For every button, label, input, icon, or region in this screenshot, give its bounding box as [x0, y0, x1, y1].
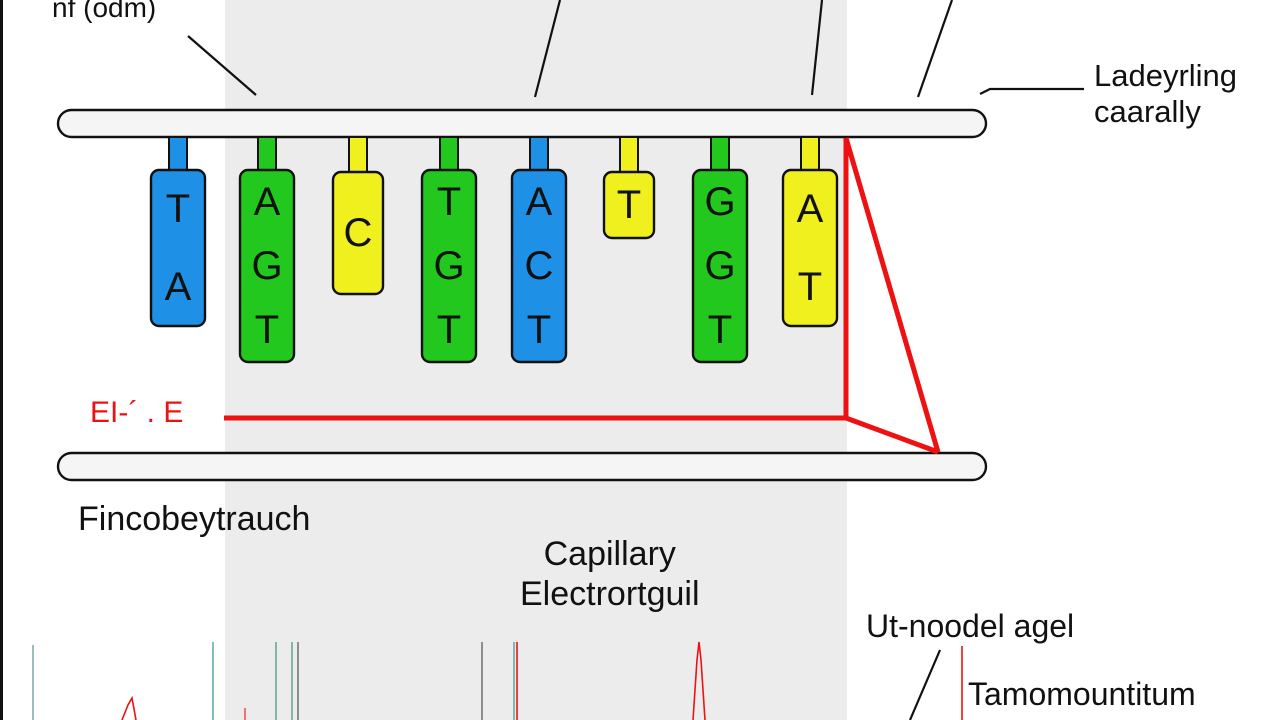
strand-body [602, 170, 656, 240]
top-left-label: nf (odm) [52, 0, 157, 23]
base-label: G [704, 180, 735, 224]
base-label: A [797, 187, 824, 231]
leader-line-top-2 [533, 0, 562, 98]
strand-body [691, 168, 749, 364]
red-bottom-line [845, 415, 939, 455]
strand-body [149, 168, 207, 328]
leader-line-top-3 [810, 0, 824, 96]
center-label: Capillary Electrortguil [520, 534, 700, 614]
base-label: A [254, 180, 281, 224]
leader-line-bottom-right [908, 649, 942, 720]
top-rail [56, 108, 988, 139]
base-label: T [798, 265, 822, 309]
strand-stem [257, 136, 277, 175]
trace-peak [121, 695, 137, 720]
strand-body [510, 168, 568, 364]
base-label: T [255, 308, 279, 352]
strand-body [781, 168, 839, 328]
bottom-right-label: Ut-noodel agel [866, 608, 1075, 644]
base-label: A [165, 265, 192, 309]
trace-peak [692, 641, 706, 720]
base-label: T [708, 308, 732, 352]
base-label: A [526, 180, 553, 224]
strand-stem [348, 136, 368, 177]
bottom-rail [56, 451, 988, 482]
base-label: G [251, 244, 282, 288]
strand-stem [710, 136, 730, 175]
strand-body [331, 170, 385, 296]
leader-lines [187, 0, 1084, 720]
base-label: T [166, 187, 190, 231]
strand-stem [800, 136, 820, 175]
base-label: T [437, 308, 461, 352]
bottom-left-label: Fincobeytrauch [78, 500, 311, 538]
base-label: T [527, 308, 551, 352]
strand-stem [529, 136, 549, 175]
strand-body [238, 168, 296, 364]
red-marker-path [224, 137, 941, 455]
strand-stem [439, 136, 459, 175]
right-label-line-2: caarally [1094, 93, 1201, 129]
red-marker-label: EI-´ . E [90, 396, 184, 429]
left-border [0, 0, 3, 720]
red-diagonal-line [843, 137, 941, 453]
right-label-line-1: Ladeyrling [1094, 58, 1238, 93]
base-label: T [437, 180, 461, 224]
base-label: C [344, 211, 373, 255]
strand-stem [619, 136, 639, 177]
leader-line-top-4 [916, 0, 954, 98]
electropherogram [32, 641, 963, 720]
leader-line-right [979, 87, 1084, 95]
base-label: G [704, 244, 735, 288]
center-label-line-2: Electrortguil [520, 575, 700, 614]
strand-body [420, 168, 478, 364]
leader-line-top-left [187, 35, 257, 96]
base-label: T [617, 183, 641, 227]
right-label: Ladeyrling caarally [1094, 58, 1237, 129]
footer-label: Tamomountitum [968, 676, 1196, 712]
base-label: C [525, 244, 554, 288]
center-label-line-1: Capillary [543, 535, 676, 573]
strand-stem [168, 136, 188, 175]
base-label: G [433, 244, 464, 288]
